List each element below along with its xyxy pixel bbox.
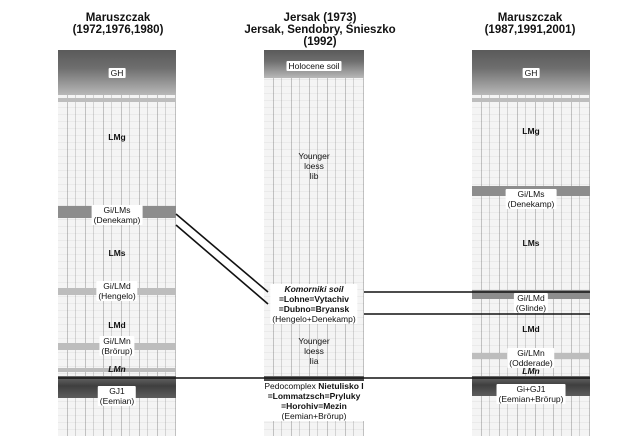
right-column-title: Maruszczak (1987,1991,2001): [470, 12, 590, 36]
right-gigj1-name: Gi+GJ1: [516, 384, 546, 394]
center-title-line-3: (1992): [303, 36, 337, 48]
left-thin-band-top: [58, 98, 176, 102]
center-younger2-line-1: Younger: [298, 336, 330, 346]
loess-texture: [472, 50, 590, 436]
left-gilmn-name: Gi/LMn: [103, 336, 131, 346]
left-lmn-label: LMn: [108, 364, 126, 374]
right-gilmd-name: Gi/LMd: [517, 293, 545, 303]
left-gilmn-sub: (Brörup): [101, 346, 133, 356]
right-gigj1-sub: (Eemian+Brörup): [498, 394, 564, 404]
left-lms-label: LMs: [108, 248, 126, 258]
left-lmg-label: LMg: [108, 132, 126, 142]
right-lmd-label: LMd: [522, 324, 540, 334]
left-gj1-label: GJ1 (Eemian): [97, 386, 137, 406]
right-title-author: Maruszczak: [497, 12, 563, 24]
center-pedo-line-3: =Horohiv=Mezin: [281, 401, 347, 411]
left-gh-label: GH: [108, 68, 126, 78]
left-column-title: Maruszczak (1972,1976,1980): [58, 12, 178, 36]
right-gilmn-name: Gi/LMn: [517, 348, 545, 358]
center-pedocomplex-label: Pedocomplex Nietulisko I =Lommatzsch=Pry…: [262, 381, 366, 421]
center-younger-loess-iia-label: Younger loess Iia: [298, 336, 329, 366]
left-gilmd-label: Gi/LMd (Hengelo): [96, 281, 138, 301]
right-gilmn-label: Gi/LMn (Odderade): [507, 348, 555, 368]
right-lmg-label: LMg: [522, 126, 540, 136]
right-gilms-name: Gi/LMs: [517, 189, 545, 199]
center-pedo-line-4: (Eemian+Brörup): [281, 411, 347, 421]
right-gilmn-sub: (Odderade): [509, 358, 553, 368]
left-gj1-sub: (Eemian): [99, 396, 135, 406]
center-pedo-line-1b: Nietulisko I: [318, 381, 364, 391]
correlation-line-denekamp-lower: [175, 224, 269, 305]
center-holocene-label: Holocene soil: [286, 61, 342, 71]
center-komorniki-line-3: =Dubno=Bryansk: [278, 304, 350, 314]
center-younger1-line-1: Younger: [298, 151, 330, 161]
right-stratigraphic-column: [472, 50, 590, 436]
left-gilmd-sub: (Hengelo): [98, 291, 136, 301]
center-younger-loess-iib-label: Younger loess Iib: [298, 151, 329, 181]
center-title-line-1: Jersak (1973): [283, 12, 357, 24]
center-younger1-line-2: loess: [304, 161, 324, 171]
center-younger2-line-3: Iia: [309, 356, 319, 366]
right-gh-label: GH: [522, 68, 540, 78]
right-gilmd-sub: (Glinde): [515, 303, 547, 313]
left-gilms-sub: (Denekamp): [93, 215, 141, 225]
left-gilms-label: Gi/LMs (Denekamp): [91, 205, 143, 225]
right-gilms-label: Gi/LMs (Denekamp): [505, 189, 557, 209]
left-title-author: Maruszczak: [85, 12, 151, 24]
right-lmn-label: LMn: [522, 366, 540, 376]
center-pedo-line-1: Pedocomplex Nietulisko I: [264, 381, 363, 391]
center-younger1-line-3: Iib: [309, 171, 319, 181]
center-komorniki-line-2: =Lohne=Vytachiv: [278, 294, 350, 304]
center-komorniki-line-4: (Hengelo+Denekamp): [272, 314, 356, 324]
loess-texture: [264, 50, 364, 436]
left-title-years: (1972,1976,1980): [72, 24, 164, 36]
center-column-title: Jersak (1973) Jersak, Sendobry, Śnieszko…: [240, 12, 400, 48]
right-gilmd-label: Gi/LMd (Glinde): [513, 293, 549, 313]
correlation-line-denekamp-upper: [175, 213, 269, 293]
left-lmd-label: LMd: [108, 320, 126, 330]
center-pedo-line-2: =Lommatzsch=Pryluky: [267, 391, 361, 401]
right-gigj1-label: Gi+GJ1 (Eemian+Brörup): [496, 384, 566, 404]
center-title-line-2: Jersak, Sendobry, Śnieszko: [244, 24, 396, 36]
center-komorniki-soil-label: Komorniki soil =Lohne=Vytachiv =Dubno=Br…: [270, 284, 358, 324]
center-stratigraphic-column: [264, 50, 364, 436]
right-thin-band-top: [472, 98, 590, 102]
right-lms-label: LMs: [522, 238, 540, 248]
center-pedo-line-1a: Pedocomplex: [264, 381, 316, 391]
center-komorniki-line-1: Komorniki soil: [284, 284, 344, 294]
right-gilms-sub: (Denekamp): [507, 199, 555, 209]
center-younger2-line-2: loess: [304, 346, 324, 356]
left-gilmd-name: Gi/LMd: [103, 281, 131, 291]
left-gilms-name: Gi/LMs: [103, 205, 131, 215]
left-gilmn-label: Gi/LMn (Brörup): [99, 336, 135, 356]
left-gj1-name: GJ1: [109, 386, 125, 396]
right-title-years: (1987,1991,2001): [484, 24, 576, 36]
left-lmn-band: [58, 368, 176, 372]
